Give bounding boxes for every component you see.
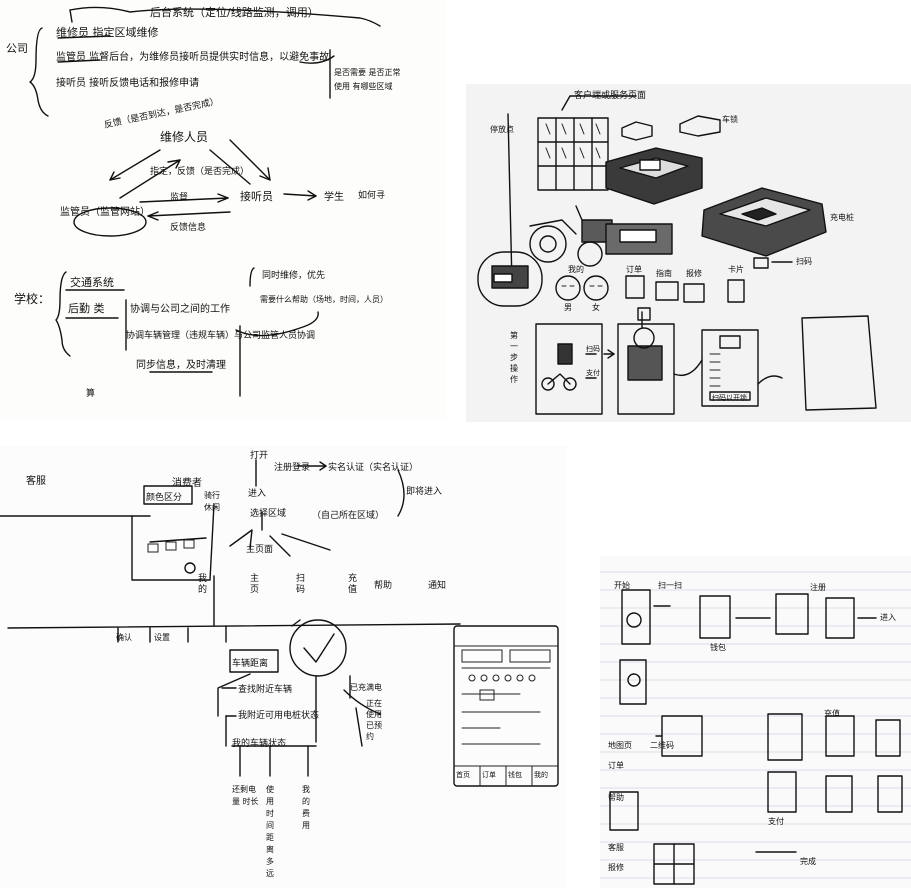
no-parking-label: 正在使用已预约 [366, 698, 386, 742]
side-note: 是否需要 是否正常使用 有哪些区域 [334, 66, 402, 94]
enter-label: 进入 [880, 612, 896, 623]
unlock-label: 扫码 [796, 256, 812, 267]
setting-label: 设置 [154, 632, 170, 643]
company-label: 公司 [6, 40, 28, 56]
wallet-label: 钱包 [710, 642, 726, 653]
coord-line-2: 协调车辆管理（违规车辆）与公司监管人员协调 [126, 328, 315, 341]
station-label: 充电桩 [830, 212, 854, 223]
tab-help-label: 帮助 [374, 578, 392, 591]
tab-scan-label: 扫码 [296, 574, 306, 596]
cycling-label: 骑行 休闲 [204, 490, 230, 514]
product-sketch-strokes [466, 84, 911, 422]
tab-notice-label: 通知 [428, 578, 446, 591]
scan-label: 扫码 [586, 344, 600, 354]
confirm-label: 确认 [116, 632, 132, 643]
how-note: 如何寻 [358, 188, 385, 201]
color-label: 颜色区分 [146, 490, 182, 503]
supervise-note: 监督 [170, 190, 188, 203]
steps-label: 第一步操作 [510, 330, 524, 385]
current-area-label: （自己所在区域） [312, 508, 384, 521]
order-label: 订单 [608, 760, 624, 771]
cost-label: 我的 费用 [302, 784, 316, 832]
nearby-charge-label: 我附近可用电桩状态 [238, 708, 319, 721]
unlock-button-label: 扫码以开锁 [712, 393, 747, 403]
sketch-panel-app-flow: 客服 消费者 颜色区分 骑行 休闲 打开 注册登录 实名认证（实名认证） 进入 … [0, 446, 567, 888]
battery-label: 还剩电量 时长 [232, 784, 262, 808]
start-label: 开始 [614, 580, 630, 591]
school-label: 学校： [14, 290, 50, 307]
scan-entry-label: 进入 [248, 486, 266, 499]
org-line-1: 维修员 指定区域维修 [56, 24, 159, 40]
my-status-label: 我的车辆状态 [232, 736, 286, 749]
org-line-3: 接听员 接听反馈电话和报修申请 [56, 74, 199, 89]
pay-label: 支付 [586, 368, 600, 378]
traffic-node: 交通系统 [70, 274, 114, 290]
sketch-panel-screen-flow: 开始 扫一扫 注册 进入 钱包 地图页 二维码 订单 充值 帮助 客服 报修 支… [600, 556, 911, 888]
map-label: 地图页 [608, 740, 632, 751]
me-label: 我的 [568, 264, 584, 275]
client-label: 客服 [26, 472, 46, 487]
scan-label: 扫一扫 [658, 580, 682, 591]
complete-label: 完成 [800, 856, 816, 867]
pay-label: 支付 [768, 816, 784, 827]
help-label: 帮助 [608, 792, 624, 803]
tab-wallet-label: 充值 [348, 574, 358, 596]
bubble-note-1: 同时维修，优先 [262, 268, 325, 281]
bubble-note-2: 需要什么帮助（场地，时间，人员） [260, 294, 388, 305]
phone-tab-1: 首页 [456, 770, 470, 780]
parking-distance-label: 车辆距离 [232, 656, 268, 669]
long-time-label: 使用时间 距离多远 [266, 784, 280, 880]
used-label: 已充满电 [350, 682, 382, 693]
supervisor-node: 监管员（监管网站） [60, 204, 160, 222]
service-label: 报修 [686, 268, 702, 279]
repair-person-node: 维修人员 [160, 128, 208, 145]
sketch-panel-org-structure: 后台系统（定位/线路监测，调用） 公司 维修员 指定区域维修 监管员 监督后台，… [0, 0, 446, 420]
screen-flow-strokes [600, 556, 911, 888]
listener-node: 接听员 [240, 188, 273, 204]
qr-label: 二维码 [650, 740, 674, 751]
order-label: 订单 [626, 264, 642, 275]
phone-tab-4: 我的 [534, 770, 548, 780]
female-label: 女 [592, 302, 600, 313]
register-label: 注册登录 [274, 460, 310, 473]
feedback-info-note: 反馈信息 [170, 220, 206, 233]
phone-tab-2: 订单 [482, 770, 496, 780]
consumer-label: 消费者 [172, 474, 202, 489]
side-label: 卡片 [728, 264, 744, 275]
header-text: 后台系统（定位/线路监测，调用） [150, 4, 319, 20]
repair-label: 报修 [608, 862, 624, 873]
area-label: 选择区域 [250, 506, 286, 519]
tab-home-label: 主页 [250, 574, 260, 596]
phone-tab-3: 钱包 [508, 770, 522, 780]
logistics-node: 后勤 类 [68, 300, 105, 316]
guide-label: 指南 [656, 268, 672, 279]
arrive-label: 注册 [810, 582, 826, 593]
enter-label: 即将进入 [406, 484, 442, 497]
concept-title: 客户端或服务页面 [574, 88, 646, 101]
rack-label: 停放点 [490, 124, 514, 135]
student-node: 学生 [324, 188, 344, 203]
coord-line-1: 协调与公司之间的工作 [130, 300, 230, 315]
male-label: 男 [564, 302, 572, 313]
nearby-vehicle-label: 查找附近车辆 [238, 682, 292, 695]
recharge-label: 充值 [824, 708, 840, 719]
sync-line: 同步信息，及时清理 [136, 356, 226, 371]
service-label: 客服 [608, 842, 624, 853]
org-line-2: 监管员 监督后台，为维修员接听员提供实时信息，以避免事故 [56, 48, 329, 63]
open-label: 打开 [250, 448, 268, 461]
lock-label: 车锁 [722, 114, 738, 125]
tab-my-label: 我的 [198, 574, 208, 596]
dispatch-note: 指定，反馈（是否完成） [150, 164, 249, 177]
sketch-panel-product-concepts: 客户端或服务页面 停放点 车锁 充电桩 我的 男 女 订单 指南 报修 卡片 扫… [466, 84, 911, 422]
auth-label: 实名认证（实名认证） [328, 460, 418, 473]
footer-mark: 算 [86, 386, 95, 399]
main-page-label: 主页面 [246, 542, 273, 555]
